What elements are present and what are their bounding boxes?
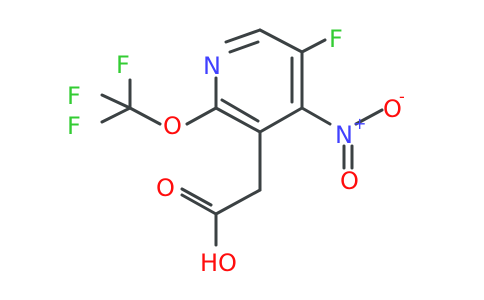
bond-c5-f: [300, 38, 327, 54]
atom-o-nitro-top: O: [383, 95, 402, 123]
atom-f-cf3-top: F: [116, 51, 130, 79]
atom-o-carbonyl: O: [156, 174, 175, 202]
bond-n-c6: [224, 28, 262, 44]
nitro-o-charge: -: [399, 87, 405, 106]
bond-c4-nitro: [300, 106, 332, 126]
bond-c6-c5: [258, 28, 304, 54]
atom-f-cf3-bottom: F: [67, 112, 81, 140]
bond-c3-c2-inner: [220, 98, 260, 123]
bond-n-c6-inner: [228, 40, 260, 54]
bond-cf3-f-bottom: [100, 106, 132, 124]
bond-ch2-c: [214, 188, 262, 216]
bond-o-cf3: [128, 106, 162, 126]
bond-cf3-f-left: [100, 93, 132, 110]
bond-c3-c2: [214, 106, 262, 134]
bond-c2-o: [185, 106, 218, 126]
atom-o-ether: O: [163, 112, 182, 140]
bond-c4-c3: [258, 106, 304, 134]
bonds: [100, 28, 384, 247]
atom-labels: N F N + O - O O F F F O HO: [67, 25, 405, 277]
atom-f-cf3-left: F: [67, 82, 81, 110]
atom-n-ring: N: [203, 52, 221, 80]
atom-o-nitro-bottom: O: [340, 167, 359, 195]
atom-f-ring: F: [329, 25, 343, 53]
nitro-n-charge: +: [353, 114, 366, 133]
bond-c-o-double-2: [180, 187, 213, 207]
atom-oh-acid: HO: [200, 249, 237, 277]
bond-c-o-double-1: [180, 193, 218, 216]
bond-nitro-o-top: [354, 108, 384, 126]
atom-n-nitro: N: [335, 121, 353, 149]
